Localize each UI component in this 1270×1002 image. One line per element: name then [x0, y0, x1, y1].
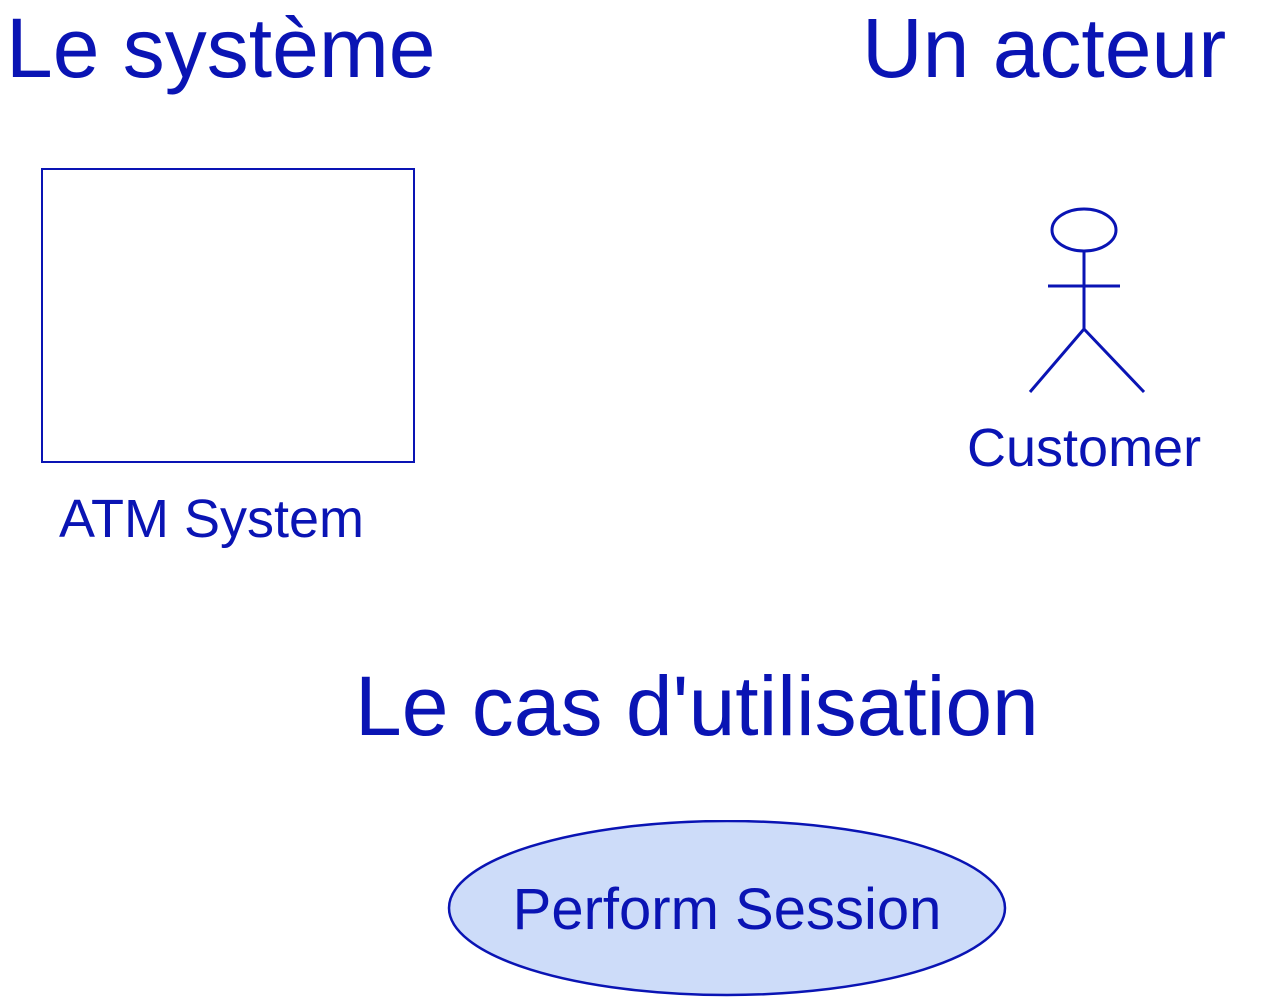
usecase-ellipse [447, 820, 1007, 997]
stick-figure-actor-icon [1028, 207, 1146, 394]
actor-heading: Un acteur [862, 1, 1227, 95]
usecase-heading: Le cas d'utilisation [355, 659, 1039, 753]
actor-name-label: Customer [967, 418, 1202, 478]
system-name-label: ATM System [59, 489, 365, 549]
system-boundary-box [41, 168, 415, 463]
actor-left-leg [1028, 328, 1086, 393]
usecase-name-text: Perform Session [512, 877, 942, 942]
actor-head [1050, 207, 1118, 253]
actor-right-leg [1082, 327, 1146, 394]
usecase-name-label: Perform Session [446, 820, 1008, 1000]
system-heading: Le système [6, 1, 436, 95]
